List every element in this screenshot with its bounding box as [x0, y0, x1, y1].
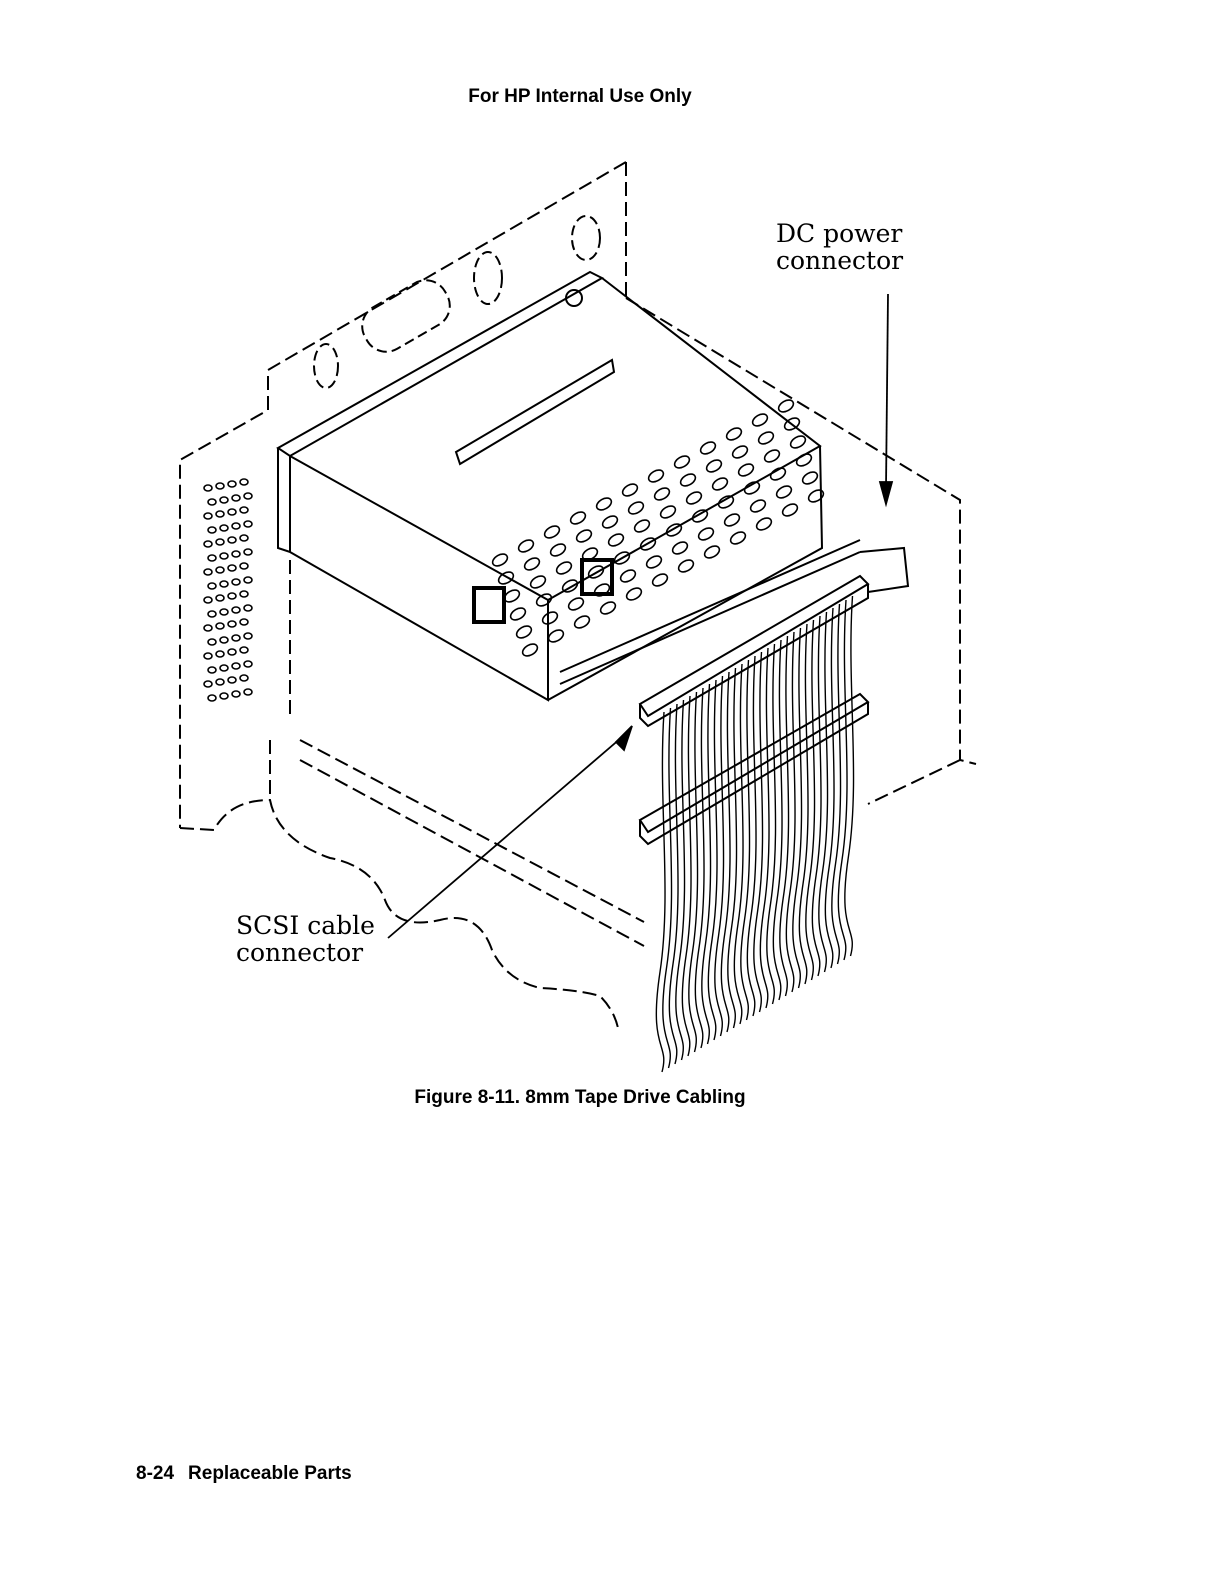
page-header: For HP Internal Use Only: [0, 86, 1160, 108]
drive-vent-pattern: [491, 398, 826, 659]
scsi-connector-rails: [640, 548, 908, 844]
scsi-cable-callout: SCSI cable connector: [236, 912, 375, 966]
footer-section: Replaceable Parts: [188, 1463, 352, 1484]
callout-line: connector: [236, 939, 375, 966]
callout-line: DC power: [776, 220, 903, 247]
callout-line: connector: [776, 247, 903, 274]
page-number: 8-24: [136, 1463, 174, 1484]
figure-caption: Figure 8-11. 8mm Tape Drive Cabling: [0, 1087, 1160, 1109]
ribbon-cable: [656, 596, 853, 1072]
tape-drive-cabling-illustration: DC power connector SCSI cable connector: [170, 150, 1000, 1080]
panel-cutouts: [314, 216, 600, 388]
page-footer: 8-24 Replaceable Parts: [136, 1463, 352, 1485]
tape-drive: [278, 272, 860, 700]
dc-power-callout: DC power connector: [776, 220, 903, 274]
callout-line: SCSI cable: [236, 912, 375, 939]
vent-holes: [204, 479, 252, 701]
